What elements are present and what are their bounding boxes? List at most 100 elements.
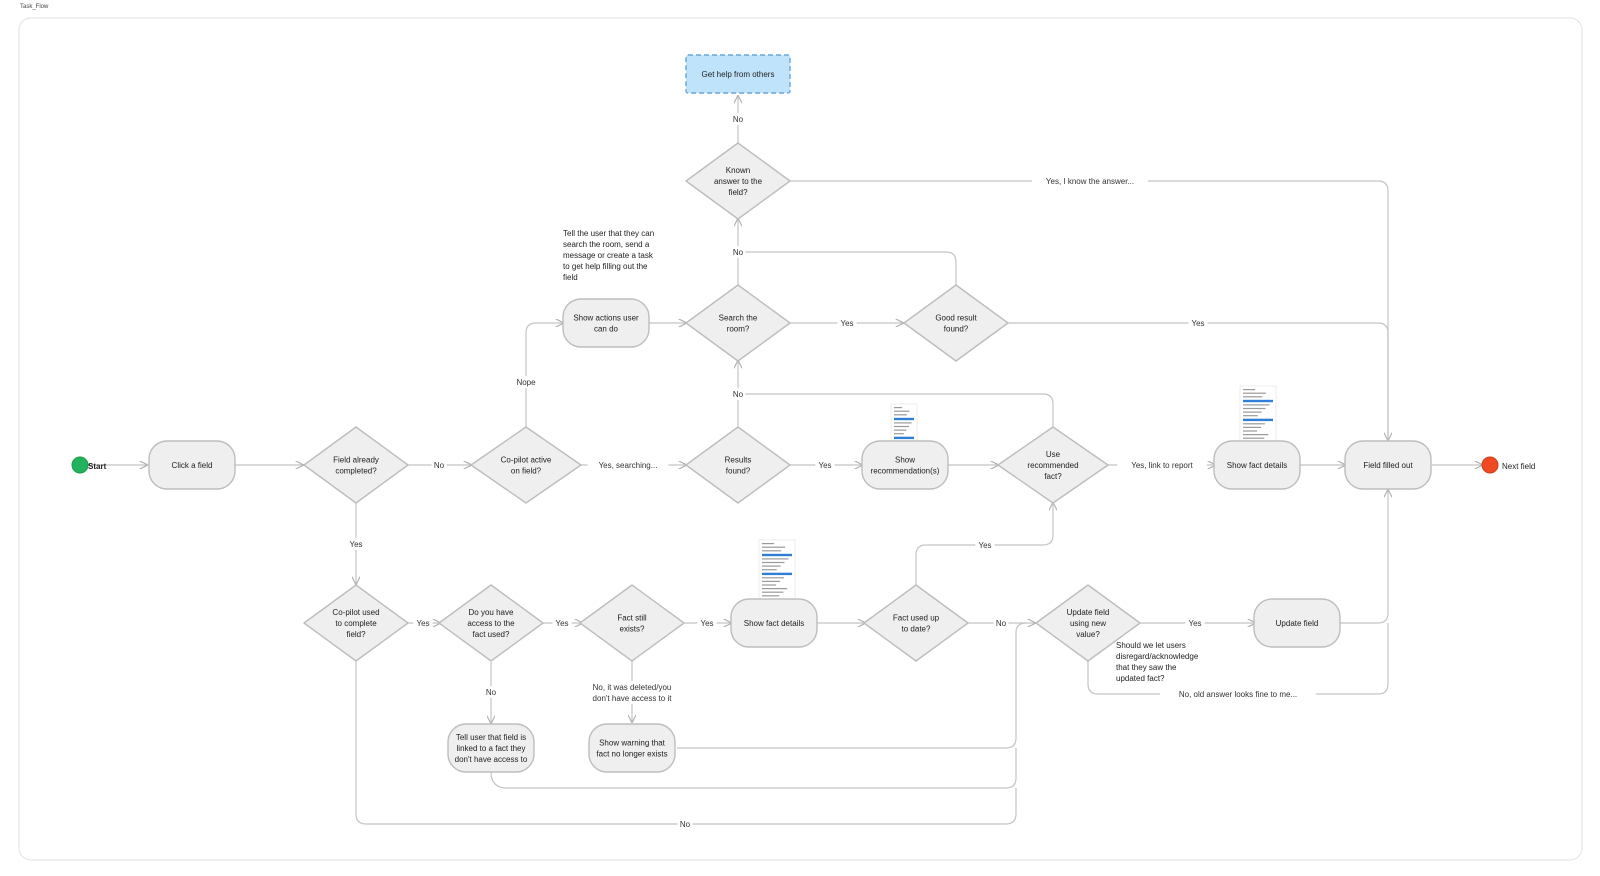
edge-label-bg <box>730 113 746 125</box>
node-label: found? <box>944 325 969 334</box>
node-field-filled-out[interactable]: Field filled out <box>1344 440 1432 490</box>
edge-label-yes-access: Yes <box>552 617 572 629</box>
node-good-result[interactable]: Good result found? <box>903 284 1009 362</box>
node-shape <box>1213 440 1301 490</box>
node-shape <box>685 142 791 220</box>
node-label: completed? <box>335 467 377 476</box>
node-shape <box>685 284 791 362</box>
node-start-dot[interactable] <box>71 456 89 474</box>
edge-label-bg <box>578 692 686 704</box>
edge-label-no-old-answer: No, old answer looks fine to me... <box>1160 688 1316 700</box>
node-get-help[interactable]: Get help from others <box>685 54 791 94</box>
edge-label-bg <box>552 617 572 629</box>
node-label: fact used? <box>473 630 510 639</box>
node-next-dot[interactable] <box>1481 456 1499 474</box>
edge-label-text: Yes, searching... <box>599 461 658 470</box>
note-line: that they saw the <box>1116 663 1177 672</box>
node-label: don't have access to <box>455 755 528 764</box>
edge-label-bg <box>1188 317 1208 329</box>
node-label: Good result <box>935 314 977 323</box>
node-shape <box>1344 440 1432 490</box>
edge-label-bg <box>1185 617 1205 629</box>
node-label: on field? <box>511 467 542 476</box>
edge-label-yes-up-to-date: Yes <box>975 539 995 551</box>
edge-label-text: No <box>996 619 1007 628</box>
node-label: Field already <box>333 456 379 465</box>
edge-label-text: Yes <box>840 319 853 328</box>
edge-label-yes-searching: Yes, searching... <box>587 459 669 471</box>
edge-label-bg <box>1117 459 1207 471</box>
node-shape <box>861 440 949 490</box>
node-label: Results <box>725 456 752 465</box>
node-label: Tell user that field is <box>456 733 526 742</box>
node-shape <box>863 584 969 662</box>
node-label: to date? <box>902 625 931 634</box>
note-line: search the room, send a <box>563 240 650 249</box>
edge-good-known <box>738 251 957 285</box>
edge-label-bg <box>483 686 499 698</box>
edge-label-bg <box>837 317 857 329</box>
end-dot <box>1481 456 1499 474</box>
node-label: exists? <box>620 625 645 634</box>
edge-label-bg <box>815 459 835 471</box>
node-shape <box>438 584 544 662</box>
edge-label-text: No <box>733 115 744 124</box>
node-click-field[interactable]: Click a field <box>148 440 236 490</box>
edge-label-yes-search-room: Yes <box>837 317 857 329</box>
node-shape <box>588 723 676 773</box>
node-fact-exists[interactable]: Fact still exists? <box>579 584 685 662</box>
node-label: Co-pilot used <box>332 608 379 617</box>
node-label: Show actions user <box>573 314 639 323</box>
node-update-field[interactable]: Update field <box>1253 598 1341 648</box>
edge-label-bg <box>346 538 366 550</box>
edge-label-text: No <box>486 688 497 697</box>
edge-label-no-deleted-l1: No, it was deleted/you <box>580 681 684 693</box>
node-label: using new <box>1070 619 1106 628</box>
edge-label-bg <box>730 388 746 400</box>
edge-label-text: No <box>733 390 744 399</box>
edge-label-text: don't have access to it <box>593 694 673 703</box>
node-show-fact-details-top[interactable]: Show fact details <box>1213 440 1301 490</box>
node-show-fact-details-bottom[interactable]: Show fact details <box>730 598 818 648</box>
node-label: room? <box>727 325 750 334</box>
edge-label-yes-know-answer: Yes, I know the answer... <box>1032 175 1148 187</box>
edge-label-no-results: No <box>730 388 746 400</box>
node-label: Get help from others <box>702 70 775 79</box>
node-label: fact? <box>1044 472 1062 481</box>
node-shape <box>579 584 685 662</box>
node-label: Show fact details <box>1227 461 1287 470</box>
node-label: Click a field <box>172 461 213 470</box>
node-search-room[interactable]: Search the room? <box>685 284 791 362</box>
node-label: Do you have <box>469 608 514 617</box>
node-field-completed[interactable]: Field already completed? <box>303 426 409 504</box>
edge-label-bg <box>993 617 1009 629</box>
node-label: Search the <box>719 314 758 323</box>
node-label: Show <box>895 456 915 465</box>
edge-label-yes-results: Yes <box>815 459 835 471</box>
node-label: Use <box>1046 450 1061 459</box>
node-label: Show fact details <box>744 619 804 628</box>
node-shape <box>1035 584 1141 662</box>
node-shape <box>997 426 1109 504</box>
node-label: Fact still <box>617 614 647 623</box>
edge-label-no-completed: No <box>431 459 447 471</box>
edge-label-yes-good-result: Yes <box>1188 317 1208 329</box>
node-label: to complete <box>335 619 377 628</box>
edge-label-no-copilot-used: No <box>677 818 693 830</box>
edge-label-text: No, it was deleted/you <box>593 683 672 692</box>
terminal-label-start-label: Start <box>88 462 107 471</box>
